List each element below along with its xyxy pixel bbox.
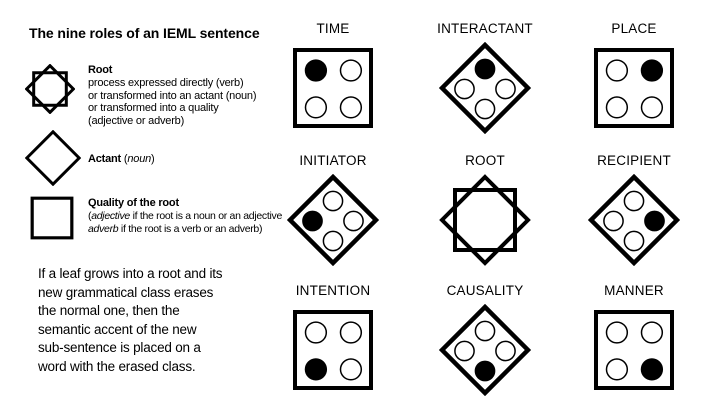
filled-dot: [303, 211, 322, 230]
role-label: CAUSALITY: [446, 283, 524, 298]
note-line: If a leaf grows into a root and its: [38, 266, 223, 281]
legend-quality-term: Quality of the root: [88, 197, 179, 209]
role-cell-intention: INTENTION: [273, 283, 393, 396]
filled-dot: [306, 359, 327, 380]
role-label: PLACE: [611, 21, 657, 36]
legend-root-line: process expressed directly (verb): [88, 76, 244, 89]
role-label: TIME: [316, 21, 350, 36]
empty-dot: [455, 79, 474, 98]
legend-entry-root: Root process expressed directly (verb)or…: [88, 64, 256, 128]
empty-dot: [341, 97, 362, 118]
role-label: MANNER: [604, 283, 664, 298]
role-cell-causality: CAUSALITY: [425, 283, 545, 396]
legend-quality-segment: adjective: [91, 210, 130, 223]
manner-square-icon: [574, 304, 694, 396]
legend-root-line: (adjective or adverb): [88, 115, 185, 128]
recipient-diamond-icon: [574, 174, 694, 266]
note-line: new grammatical class erases: [38, 284, 214, 300]
legend-actant-suffix-segment: ): [151, 153, 155, 165]
legend-root-line: or transformed into a quality: [88, 102, 219, 115]
intention-square-icon: [273, 304, 393, 396]
legend-quality-segment: if the root is a noun or an adjective: [129, 210, 283, 223]
legend-quality-description: (adjective if the root is a noun or an a…: [88, 210, 282, 236]
legend-quality-segment: adverb: [88, 223, 119, 236]
legend-actant-suffix-segment: (: [121, 153, 128, 165]
legend-actant-suffix-segment: noun: [127, 153, 152, 165]
empty-dot: [624, 191, 643, 210]
root-star-icon: [425, 174, 545, 266]
role-cell-time: TIME: [273, 21, 393, 134]
empty-dot: [455, 341, 474, 360]
legend-quality-segment: if the root is a verb or an adverb): [118, 223, 263, 236]
role-cell-initiator: INITIATOR: [273, 153, 393, 266]
legend-actant-term: Actant: [88, 153, 122, 165]
empty-dot: [607, 322, 628, 343]
initiator-diamond-icon: [273, 174, 393, 266]
role-cell-manner: MANNER: [574, 283, 694, 396]
empty-dot: [341, 60, 362, 81]
legend-quality-line: (adjective if the root is a noun or an a…: [88, 210, 282, 223]
filled-dot: [475, 361, 494, 380]
empty-dot: [607, 359, 628, 380]
note-line: semantic accent of the new: [38, 321, 197, 337]
place-square-icon: [574, 42, 694, 134]
legend-actant-suffix: (noun): [121, 153, 155, 165]
filled-dot: [306, 60, 327, 81]
empty-dot: [306, 97, 327, 118]
legend-entry-actant: Actant (noun): [88, 153, 155, 166]
legend-entry-quality: Quality of the root (adjective if the ro…: [88, 197, 282, 237]
note-line: word with the erased class.: [38, 358, 196, 374]
legend-quality-square-icon: [28, 194, 76, 242]
empty-dot: [341, 359, 362, 380]
empty-dot: [624, 231, 643, 250]
role-label: ROOT: [465, 153, 505, 168]
filled-dot: [475, 59, 494, 78]
role-cell-recipient: RECIPIENT: [574, 153, 694, 266]
causality-diamond-icon: [425, 304, 545, 396]
legend-quality-line: adverb if the root is a verb or an adver…: [88, 223, 282, 236]
role-cell-place: PLACE: [574, 21, 694, 134]
role-cell-root: ROOT: [425, 153, 545, 266]
role-label: INTERACTANT: [437, 21, 533, 36]
filled-dot: [642, 60, 663, 81]
page-title: The nine roles of an IEML sentence: [29, 25, 260, 41]
filled-dot: [645, 211, 664, 230]
empty-dot: [306, 322, 327, 343]
empty-dot: [323, 231, 342, 250]
role-cell-interactant: INTERACTANT: [425, 21, 545, 134]
empty-dot: [607, 97, 628, 118]
empty-dot: [604, 211, 623, 230]
note-paragraph: If a leaf grows into a root and its new g…: [38, 265, 223, 376]
note-line: the normal one, then the: [38, 303, 180, 318]
legend-quality-segment: (: [88, 210, 92, 223]
interactant-diamond-icon: [425, 42, 545, 134]
role-label: RECIPIENT: [597, 153, 671, 168]
empty-dot: [642, 97, 663, 118]
empty-dot: [341, 322, 362, 343]
filled-dot: [642, 359, 663, 380]
empty-dot: [323, 191, 342, 210]
time-square-icon: [273, 42, 393, 134]
legend-actant-diamond-icon: [25, 130, 81, 186]
empty-dot: [344, 211, 363, 230]
empty-dot: [475, 321, 494, 340]
legend-root-term: Root: [88, 64, 113, 76]
empty-dot: [496, 341, 515, 360]
role-label: INTENTION: [295, 283, 371, 298]
role-label: INITIATOR: [299, 153, 367, 168]
legend-root-line: or transformed into an actant (noun): [88, 89, 257, 102]
empty-dot: [642, 322, 663, 343]
empty-dot: [475, 99, 494, 118]
empty-dot: [496, 79, 515, 98]
note-line: sub-sentence is placed on a: [38, 340, 201, 355]
legend-root-star-icon: [25, 64, 75, 114]
legend-root-description: process expressed directly (verb)or tran…: [88, 77, 256, 128]
empty-dot: [607, 60, 628, 81]
